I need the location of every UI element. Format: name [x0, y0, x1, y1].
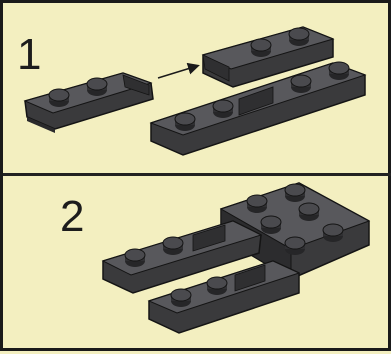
- arrow-icon: [158, 66, 197, 78]
- assembly-illustration: [3, 3, 391, 354]
- hinge-plate-loose: [25, 73, 153, 133]
